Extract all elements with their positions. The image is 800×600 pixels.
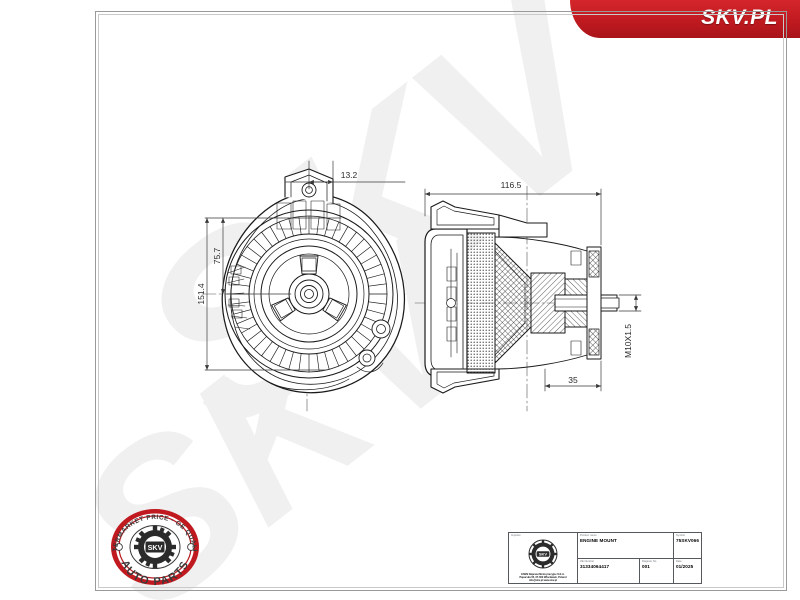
title-block-row-2: OE Number 31334064417 Diagram No 001 Dat… (578, 558, 701, 584)
product-name-label: Product name (579, 534, 597, 537)
skv-logo-mark: SKV (509, 537, 577, 573)
dim-75-7: 75.7 (212, 247, 222, 264)
title-block: Importer SKV (508, 532, 702, 584)
company-line-3: info@skv.pl www.skv.pl (529, 578, 557, 582)
drawing-no-cell: Diagram No 001 (640, 558, 674, 583)
svg-text:SKV: SKV (539, 552, 548, 557)
date-value: 01/2025 (675, 563, 694, 569)
title-block-fields: Product name ENGINE MOUNT Symbol 75SKV06… (577, 533, 701, 584)
section-view-dimensions (424, 188, 642, 392)
date-cell: Date 01/2025 (674, 559, 701, 584)
company-line-1: ESEN Naprawi Motoryzacyjne S.K.A. (521, 572, 565, 576)
drawing-no-value: 001 (641, 563, 650, 569)
date-label: Date (675, 559, 682, 563)
dim-35: 35 (568, 375, 578, 385)
badge-center-text: SKV (148, 543, 163, 552)
front-view-geometry (201, 168, 406, 412)
technical-drawing: 13.2 75.7 151.4 (95, 11, 785, 589)
section-view-geometry (414, 185, 620, 412)
drawing-frame-inner (98, 14, 784, 588)
drawing-no-label: Diagram No (641, 559, 657, 563)
importer-label: Importer (511, 534, 521, 537)
oe-number-cell: OE Number 31334064417 (578, 558, 640, 583)
symbol-cell: Symbol 75SKV066 (674, 533, 701, 558)
drawing-frame-outer (95, 11, 787, 591)
dim-116-5: 116.5 (501, 180, 522, 190)
symbol-value: 75SKV066 (675, 538, 699, 544)
front-view-dimension-labels: 13.2 75.7 151.4 (196, 170, 358, 305)
product-name-cell: Product name ENGINE MOUNT (578, 533, 674, 558)
dim-m10x15: M10X1.5 (623, 324, 633, 358)
title-block-importer-cell: Importer SKV (509, 533, 578, 583)
oe-number-label: OE Number (579, 559, 595, 563)
symbol-label: Symbol (675, 534, 685, 537)
title-block-row-1: Product name ENGINE MOUNT Symbol 75SKV06… (577, 533, 701, 559)
dim-13-2: 13.2 (341, 170, 358, 180)
company-address: ESEN Naprawi Motoryzacyjne S.K.A. Papars… (509, 573, 577, 583)
product-name-value: ENGINE MOUNT (579, 538, 617, 544)
front-view-dimensions (204, 160, 406, 371)
company-line-2: Paparska 65, 67-600 Włocławek, Poland (519, 575, 567, 579)
auto-parts-badge: SKV AFTERMARKET PRICE · OE QUALITY AUTO … (100, 501, 207, 588)
section-view-dimension-labels: 116.5 35 M10X1.5 (501, 180, 633, 385)
oe-number-value: 31334064417 (579, 563, 610, 569)
dim-151-4: 151.4 (196, 283, 206, 305)
